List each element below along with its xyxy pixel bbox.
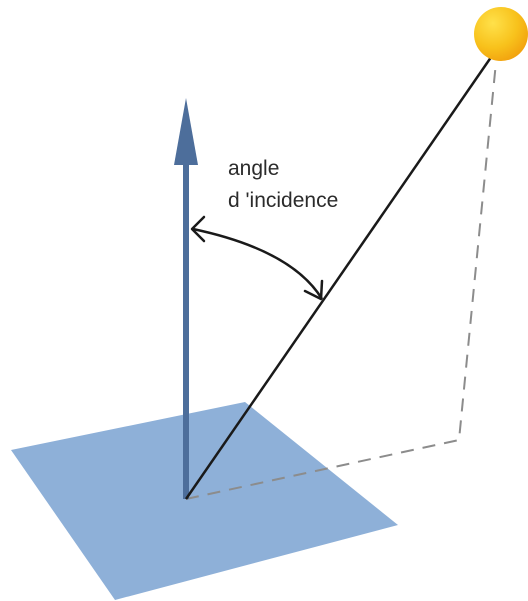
surface-plane <box>11 402 398 600</box>
arrow-up-icon <box>174 98 198 165</box>
angle-arc-arrowhead-start <box>190 215 206 243</box>
angle-label-line2: d 'incidence <box>228 189 338 212</box>
angle-label-line1: angle <box>228 157 279 180</box>
incident-ray <box>184 49 498 500</box>
angle-arc <box>192 227 324 300</box>
sun-icon <box>474 7 528 61</box>
projection-dashed-line <box>185 61 497 500</box>
angle-arc-arrowhead-end <box>303 279 324 301</box>
